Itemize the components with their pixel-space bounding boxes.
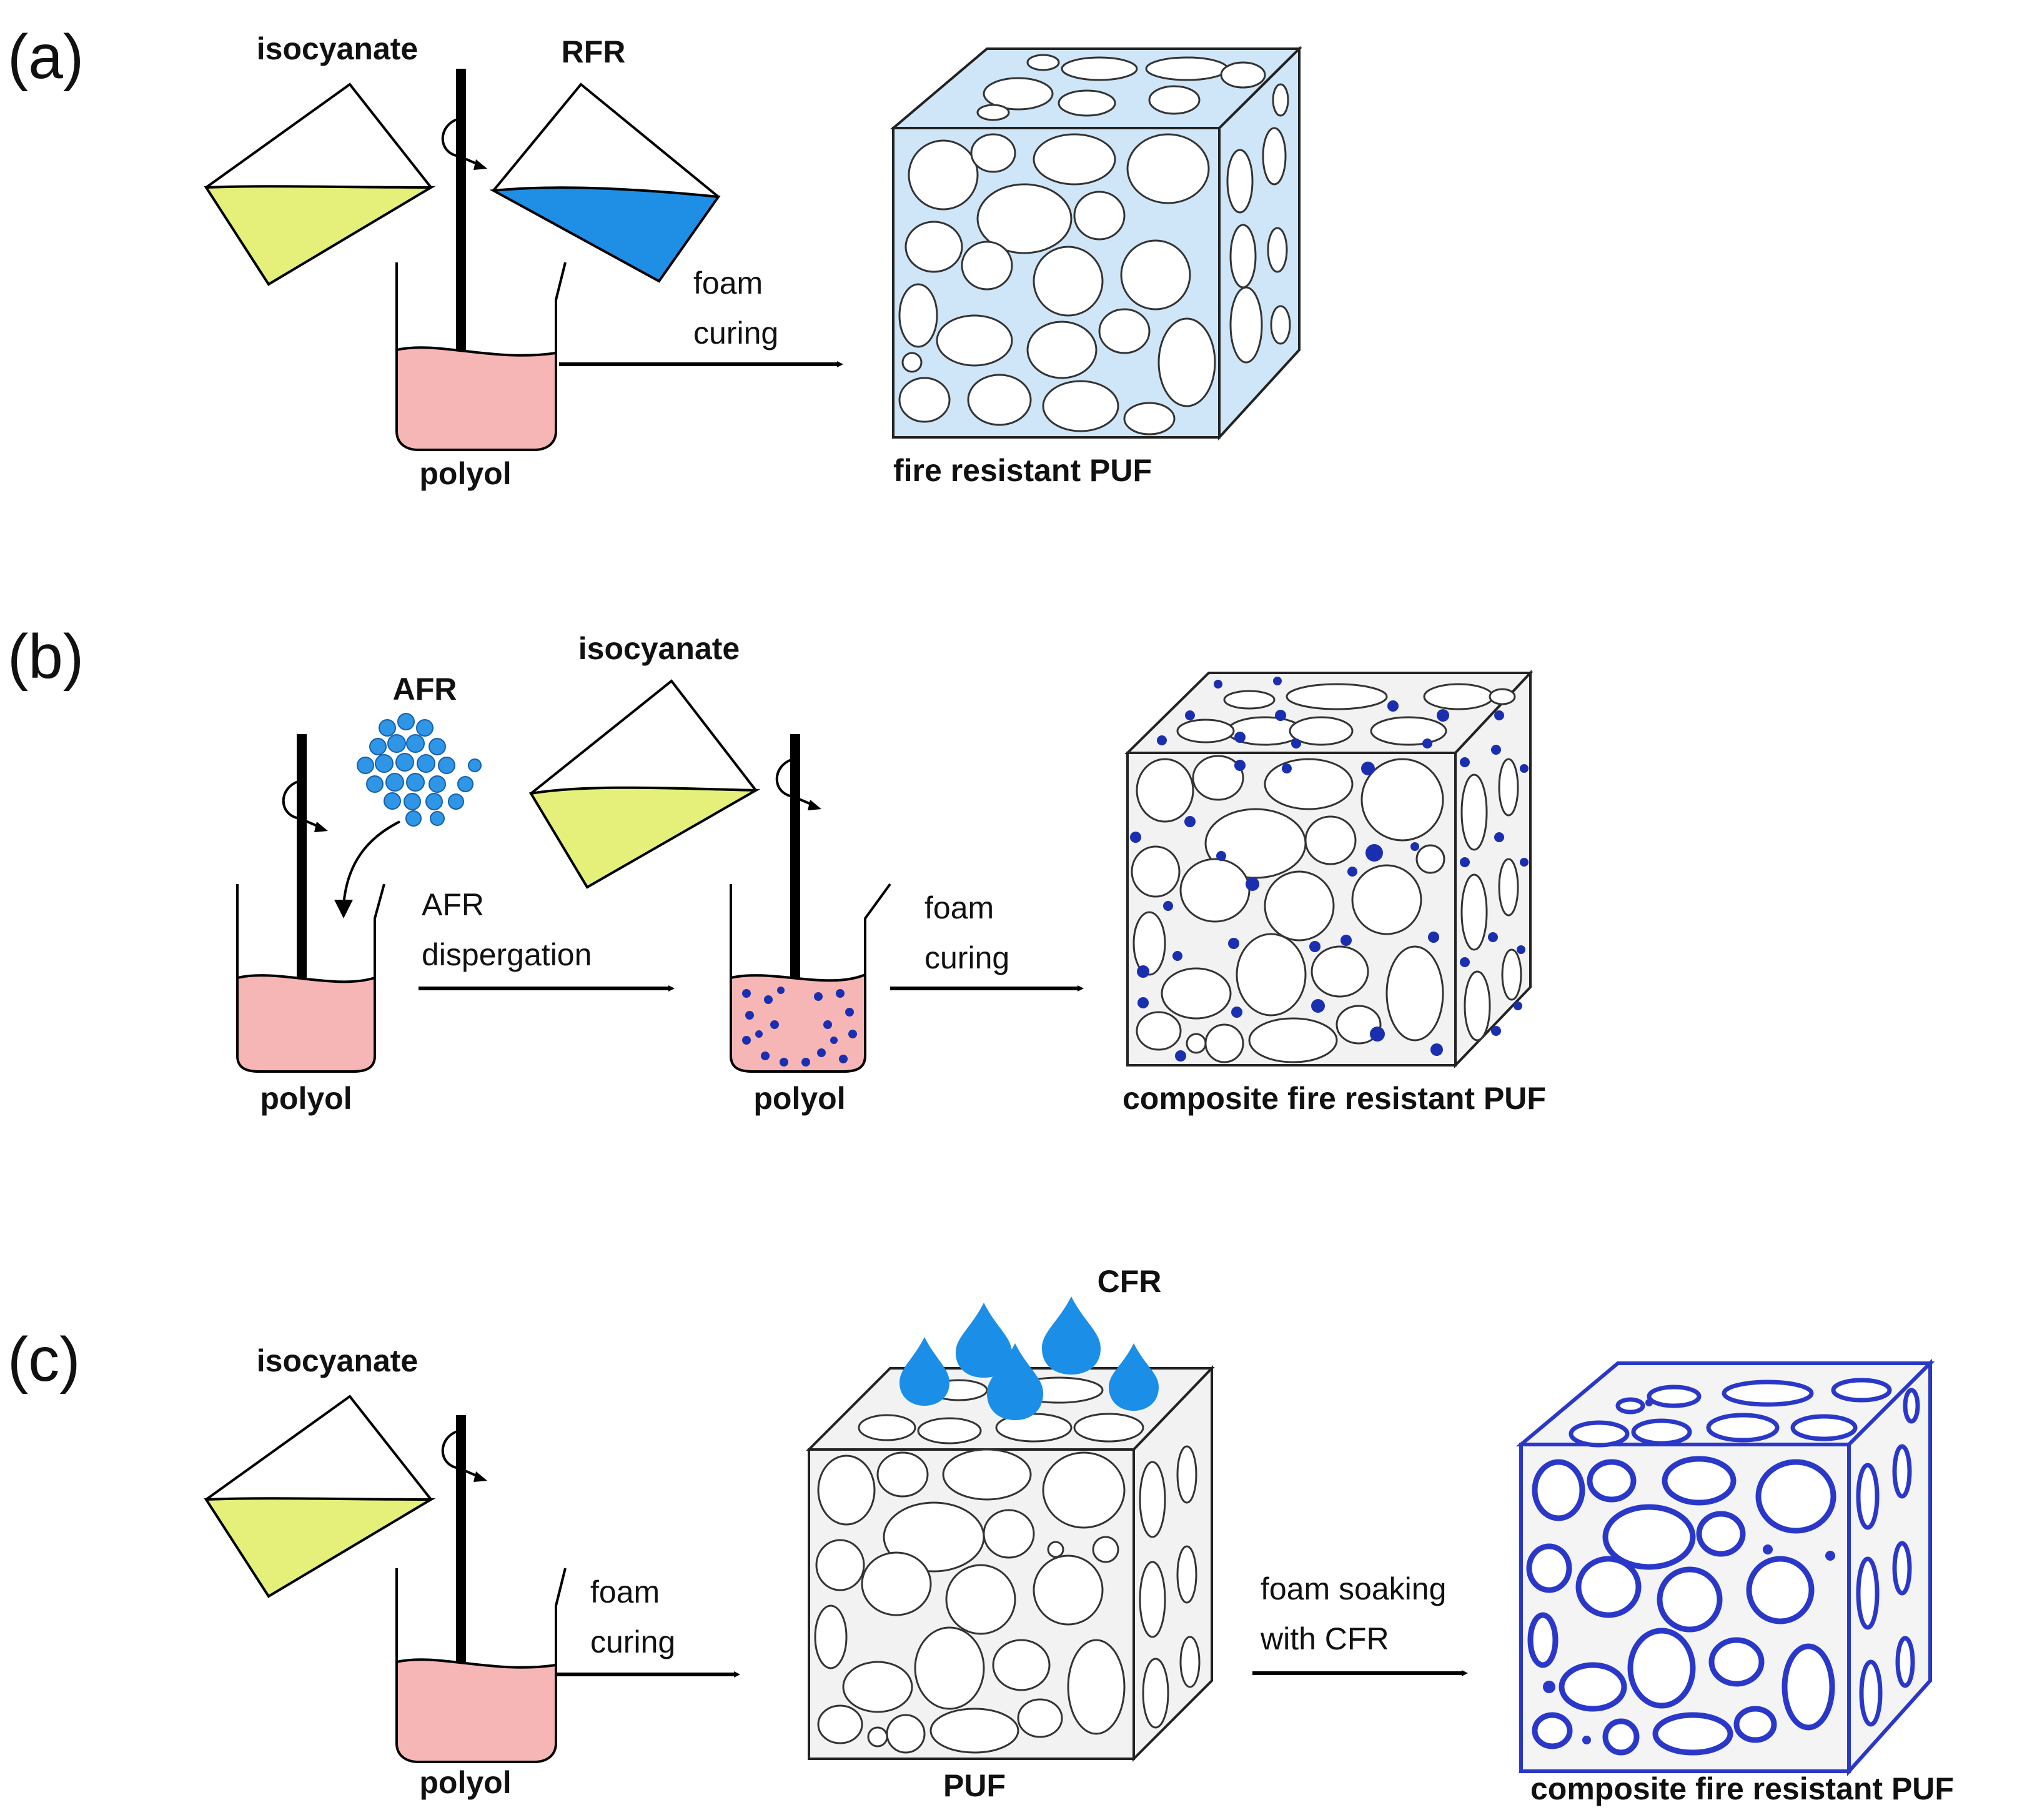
puf-cube <box>806 1365 1215 1762</box>
polyol-label-c: polyol <box>419 1765 511 1800</box>
step2-label-c-line1: foam soaking <box>1261 1571 1446 1606</box>
panel-c-tag: (c) <box>7 1325 81 1395</box>
isocyanate-label-a: isocyanate <box>257 31 418 66</box>
afr-drop-arrow <box>342 820 400 907</box>
panel-b: (b) AFR polyol <box>7 622 1546 1116</box>
panel-c: (c) isocyanate polyol foam curing <box>7 1264 1954 1806</box>
product-label-a: fire resistant PUF <box>893 453 1152 488</box>
afr-label: AFR <box>393 672 457 707</box>
step-label-a-line1: foam <box>693 266 763 301</box>
polyol-label-b2: polyol <box>753 1081 845 1116</box>
cfr-drops <box>899 1296 1159 1420</box>
fire-resistant-puf-cube <box>890 46 1302 441</box>
beaker-b1 <box>236 883 385 1073</box>
afr-drop-arrowhead <box>334 900 353 918</box>
step1-label-c-line2: curing <box>590 1624 675 1659</box>
afr-particles <box>357 713 482 827</box>
step1-label-c-line1: foam <box>590 1574 660 1609</box>
rfr-label: RFR <box>562 34 626 69</box>
step1-label-b-line2: dispergation <box>422 937 592 972</box>
step2-label-b-line2: curing <box>924 940 1009 975</box>
isocyanate-label-b: isocyanate <box>578 631 740 666</box>
product-label-c: composite fire resistant PUF <box>1530 1771 1954 1806</box>
isocyanate-flask-b <box>528 679 761 889</box>
panel-a-tag: (a) <box>7 22 84 92</box>
isocyanate-label-c: isocyanate <box>257 1343 418 1378</box>
product-label-b: composite fire resistant PUF <box>1123 1081 1546 1116</box>
step-label-a-line2: curing <box>693 316 778 351</box>
composite-puf-cube-c <box>1515 1358 1935 1776</box>
isocyanate-flask-a <box>204 82 436 286</box>
step2-label-b-line1: foam <box>924 890 994 925</box>
rfr-flask <box>489 82 721 283</box>
composite-puf-cube-b <box>1124 669 1534 1068</box>
beaker-a <box>395 262 567 451</box>
step2-label-c-line2: with CFR <box>1260 1621 1389 1656</box>
step1-label-b-line1: AFR <box>422 887 484 922</box>
polyol-label-a: polyol <box>419 456 511 491</box>
panel-b-tag: (b) <box>7 622 84 692</box>
beaker-c <box>395 1568 567 1763</box>
polyol-label-b1: polyol <box>260 1081 352 1116</box>
intermediate-label-c: PUF <box>943 1768 1006 1803</box>
beaker-b2 <box>730 883 891 1073</box>
isocyanate-flask-c <box>204 1395 436 1598</box>
panel-a: (a) isocyanate RFR polyol <box>7 22 1302 491</box>
cfr-label: CFR <box>1098 1264 1162 1299</box>
